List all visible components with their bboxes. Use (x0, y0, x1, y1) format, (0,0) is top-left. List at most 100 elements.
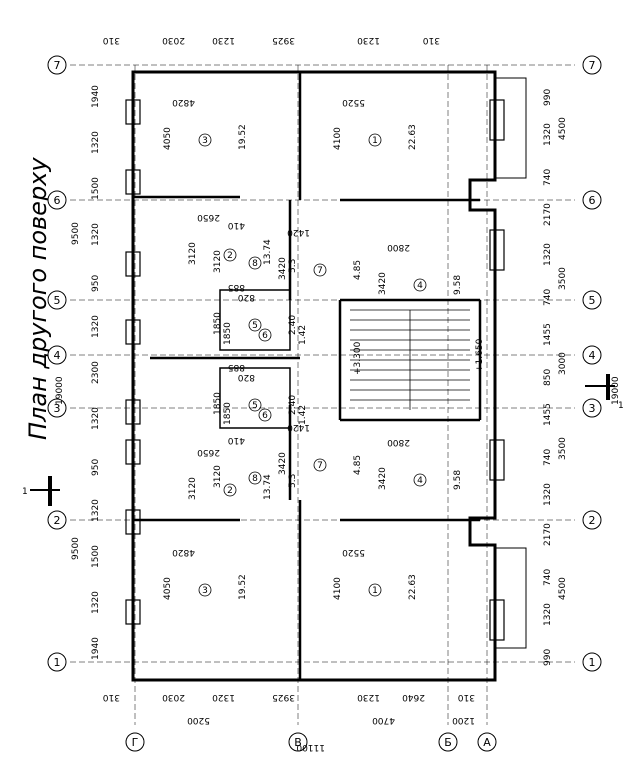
axis-bubble-2-R (582, 510, 602, 530)
room-circle-3-1 (198, 583, 212, 597)
room-circle-1-0 (368, 133, 382, 147)
axis-label-3-L: 3 (54, 402, 61, 415)
room-width-6-1: 1850 (223, 402, 233, 425)
room-length-5-1: 885 (228, 362, 245, 372)
room-area-2-1: 13.74 (263, 474, 273, 500)
axis-label-5-R: 5 (589, 294, 596, 307)
left-dim-7: 1320 (91, 315, 101, 338)
bottom2-dim-0: 5200 (187, 715, 210, 725)
right-bay-4: 4500 (558, 117, 568, 140)
right-dim-3: 2170 (543, 523, 553, 546)
axis-label-6-R: 6 (589, 194, 596, 207)
left-dim-12: 1940 (91, 85, 101, 108)
top-dim-5: 310 (423, 35, 440, 45)
room-length-7-0: 1420 (287, 227, 310, 237)
right-bay-2: 3000 (558, 352, 568, 375)
axis-bubble-1-L (47, 652, 67, 672)
room-width-4-1: 3420 (378, 467, 388, 490)
room-width-8-0: 3120 (213, 250, 223, 273)
room-length-5-0: 885 (228, 282, 245, 292)
left-dim-3: 1320 (91, 499, 101, 522)
room-number-4-1: 4 (417, 476, 423, 486)
dimension-labels: 1940132015001320950132023001320950132015… (91, 35, 568, 725)
svg-text:1: 1 (22, 487, 28, 497)
bottom2-dim-2: 1200 (452, 715, 475, 725)
room-width-5-0: 1850 (213, 312, 223, 335)
axis-bubble-Г (125, 732, 145, 752)
room-circle-3-0 (198, 133, 212, 147)
room-circle-6-0 (258, 328, 272, 342)
room-number-3-0: 3 (202, 136, 208, 146)
axis-label-2-L: 2 (54, 514, 61, 527)
room-number-7-1: 7 (317, 461, 323, 471)
room-width-1-0: 4100 (333, 127, 343, 150)
room-area-3-0: 19.52 (238, 124, 248, 150)
left-dim-1: 1320 (91, 591, 101, 614)
room-area-1-1: 22.63 (408, 574, 418, 600)
room-area-6-0: 1.42 (298, 325, 308, 345)
top-dim-4: 1230 (357, 35, 380, 45)
room-width-3-0: 4050 (163, 127, 173, 150)
axis-label-4-R: 4 (589, 349, 596, 362)
right-dim-8: 1455 (543, 323, 553, 346)
left-dim-0: 1940 (91, 637, 101, 660)
section-mark-right: 1 (585, 374, 624, 411)
room-circle-7-1 (313, 458, 327, 472)
inner-walls (133, 72, 482, 680)
room-length-2-1: 2650 (197, 447, 220, 457)
overall-length-right: 19000 (611, 376, 621, 405)
axis-label-1-L: 1 (54, 656, 61, 669)
axis-label-В: В (294, 736, 302, 749)
room-area-4-1: 9.58 (453, 470, 463, 490)
room-circle-2-1 (223, 483, 237, 497)
balconies (495, 77, 527, 649)
room-width-4-0: 3420 (378, 272, 388, 295)
room-width-6-0: 1850 (223, 322, 233, 345)
axis-label-6-L: 6 (54, 194, 61, 207)
room-length-4-0: 2800 (387, 242, 410, 252)
room-area-6-1: 1.42 (298, 405, 308, 425)
axis-bubble-В (288, 732, 308, 752)
room-area-8-0: 5.3 (288, 259, 298, 273)
top-dim-1: 2030 (162, 35, 185, 45)
room-length-6-1: 820 (238, 372, 255, 382)
right-dim-13: 1320 (543, 123, 553, 146)
axis-bubble-3-R (582, 398, 602, 418)
axis-bubble-4-R (582, 345, 602, 365)
section-mark-left: 1 (22, 476, 60, 506)
top-dim-2: 1230 (212, 35, 235, 45)
right-dim-4: 1320 (543, 483, 553, 506)
axis-label-4-L: 4 (54, 349, 61, 362)
right-dim-14: 990 (543, 89, 553, 106)
room-number-6-0: 6 (262, 331, 268, 341)
room-number-1-0: 1 (372, 136, 378, 146)
room-width-2-1: 3120 (188, 477, 198, 500)
svg-text:1: 1 (618, 401, 624, 411)
room-number-3-1: 3 (202, 586, 208, 596)
axis-label-7-L: 7 (54, 59, 61, 72)
top-dim-0: 310 (103, 35, 120, 45)
room-area-4-0: 9.58 (453, 275, 463, 295)
left-dim-10: 1500 (91, 177, 101, 200)
axis-label-1-R: 1 (589, 656, 596, 669)
right-dim-0: 990 (543, 649, 553, 666)
room-width-7-0: 3420 (278, 257, 288, 280)
room-circle-4-1 (413, 473, 427, 487)
axis-bubble-4-L (47, 345, 67, 365)
room-circle-8-0 (248, 256, 262, 270)
room-number-4-0: 4 (417, 281, 423, 291)
bottom1-dim-3: 3925 (272, 692, 295, 702)
axis-bubble-3-L (47, 398, 67, 418)
plan-title: План другого поверху (24, 157, 52, 440)
room-number-5-0: 5 (252, 321, 258, 331)
right-windows (489, 99, 505, 641)
room-area-2-0: 13.74 (263, 239, 273, 265)
bottom1-dim-1: 2030 (162, 692, 185, 702)
level-landing: +1.650 (475, 338, 485, 372)
room-length-6-0: 820 (238, 292, 255, 302)
room-number-1-1: 1 (372, 586, 378, 596)
right-dim-1: 1320 (543, 603, 553, 626)
left-dim-2: 1500 (91, 545, 101, 568)
half-length-bottom: 9500 (71, 537, 81, 560)
